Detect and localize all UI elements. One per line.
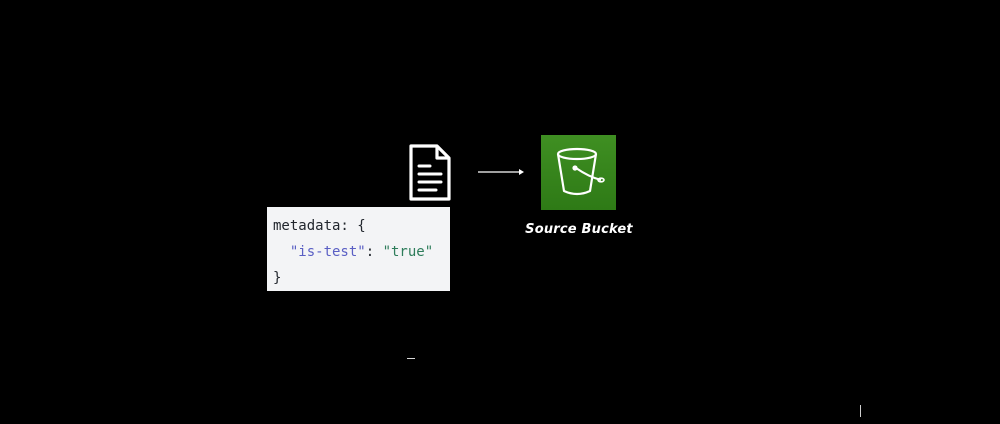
arrow-right-icon (478, 169, 524, 175)
cursor-tick (860, 405, 861, 417)
code-line-close: } (273, 270, 282, 286)
s3-bucket-icon (556, 147, 605, 196)
cursor-dash (407, 358, 415, 359)
document-icon (409, 144, 451, 201)
metadata-key: "is-test" (289, 244, 366, 260)
code-separator: : (365, 244, 383, 260)
source-bucket-label: Source Bucket (525, 222, 633, 237)
metadata-value: "true" (382, 244, 434, 260)
code-indent (273, 244, 290, 260)
source-bucket-node (541, 135, 616, 210)
code-line-entry: "is-test": "true" (273, 239, 450, 265)
metadata-code-block: metadata: { "is-test": "true"} (267, 207, 450, 291)
code-line-open: metadata: { (273, 218, 366, 234)
